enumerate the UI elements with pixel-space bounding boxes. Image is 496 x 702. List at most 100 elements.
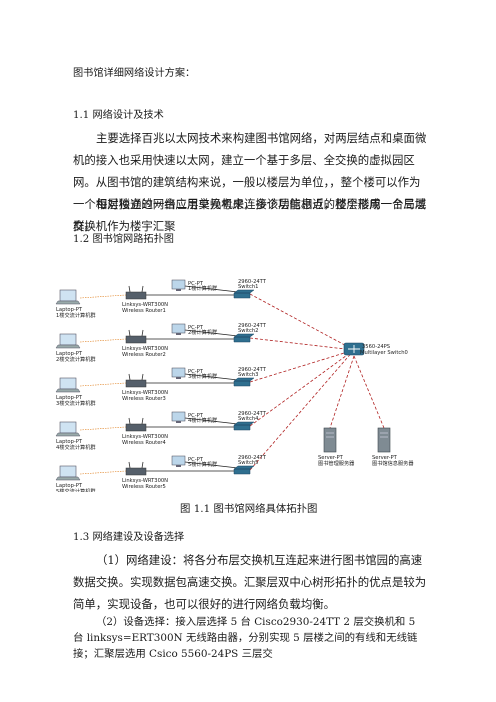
switch-type-label: 2960-24TT — [238, 367, 267, 373]
server-name-label: 图书管理服务器 — [318, 459, 355, 467]
wireless-router-icon — [125, 467, 147, 476]
multilayer-arrows-icon — [348, 345, 360, 353]
pc-type-label: PC-PT — [188, 325, 204, 331]
laptop-base-icon — [55, 300, 81, 305]
pc-icon — [171, 367, 186, 378]
pc-type-label: PC-PT — [188, 369, 204, 375]
laptop-base-icon — [55, 476, 81, 481]
router-antenna-right-icon — [141, 417, 144, 425]
pc-icon — [171, 323, 186, 334]
router-antenna-right-icon — [141, 285, 144, 293]
wireless-router-icon — [125, 291, 147, 300]
pc-stand-icon — [176, 289, 181, 291]
switch-type-label: 2960-24TT — [238, 279, 267, 285]
router-type-label: Linksys-WRT300N — [122, 478, 168, 484]
laptop-type-label: Laptop-PT — [56, 351, 83, 357]
laptop-group-label: 3楼交流计算机群 — [56, 399, 96, 407]
link-core-server-1 — [329, 355, 355, 429]
cable-laptop-router — [79, 338, 127, 343]
core-switch-type-label: 3560-24PS — [362, 344, 390, 350]
laptop-icon — [59, 333, 77, 346]
cable-pc-switch — [184, 329, 239, 337]
pc-group-label: 1楼计算机群 — [188, 284, 217, 292]
core-switch-name-label: Multilayer Switch0 — [360, 350, 408, 356]
switch-icon — [233, 377, 255, 387]
switch-name-label: Switch3 — [238, 372, 258, 378]
paragraph-design: 主要选择百兆以太网技术来构建图书馆网络，对两层结点和桌面微机的接入也采用快速以太… — [73, 131, 427, 233]
switch-icon — [233, 289, 255, 299]
cable-laptop-router — [79, 426, 127, 431]
laptop-group-label: 1楼交流计算机群 — [56, 311, 96, 319]
switch-name-label: Switch5 — [238, 460, 258, 466]
floor-group-3: Laptop-PT3楼交流计算机群Linksys-WRT300NWireless… — [55, 367, 267, 407]
pc-type-label: PC-PT — [188, 457, 204, 463]
pc-icon — [171, 455, 186, 466]
nodes-layer: Laptop-PT1楼交流计算机群Linksys-WRT300NWireless… — [55, 279, 414, 492]
router-type-label: Linksys-WRT300N — [122, 302, 168, 308]
paragraph-aggregation: 每层楼通过一台二层交换机来连接该层信息点，整个楼用一台三层交换机作为楼宇汇聚 — [73, 197, 427, 233]
laptop-group-label: 5楼交流计算机群 — [56, 487, 96, 492]
router-antenna-left-icon — [128, 461, 131, 469]
network-topology-diagram: Laptop-PT1楼交流计算机群Linksys-WRT300NWireless… — [55, 279, 414, 492]
router-type-label: Linksys-WRT300N — [122, 346, 168, 352]
server-icon — [377, 427, 391, 453]
server-type-label: Server-PT — [318, 455, 344, 461]
pc-type-label: PC-PT — [188, 413, 204, 419]
section-heading-equipment: 1.3 网络建设及设备选择 — [73, 532, 185, 543]
link-switch-core-3 — [249, 349, 355, 383]
pc-stand-icon — [176, 421, 181, 423]
laptop-base-icon — [55, 388, 81, 393]
router-type-label: Linksys-WRT300N — [122, 434, 168, 440]
laptop-type-label: Laptop-PT — [56, 395, 83, 401]
link-switch-core-4 — [249, 349, 355, 427]
cable-pc-switch — [184, 373, 239, 381]
server-icon — [323, 427, 337, 453]
switch-icon — [233, 333, 255, 343]
link-switch-core-5 — [249, 349, 355, 471]
section-heading-topology: 1.2 图书馆网路拓扑图 — [73, 234, 174, 245]
server-name-label: 图书馆信息服务器 — [372, 459, 414, 467]
switch-type-label: 2960-24TT — [238, 323, 267, 329]
link-switch-core-2 — [249, 337, 355, 351]
cable-laptop-router — [79, 294, 127, 299]
laptop-base-icon — [55, 344, 81, 349]
floor-group-2: Laptop-PT2楼交流计算机群Linksys-WRT300NWireless… — [55, 323, 267, 363]
router-name-label: Wireless Router5 — [122, 484, 166, 490]
switch-icon — [233, 465, 255, 475]
pc-type-label: PC-PT — [188, 281, 204, 287]
router-name-label: Wireless Router1 — [122, 308, 166, 314]
laptop-type-label: Laptop-PT — [56, 439, 83, 445]
switch-name-label: Switch1 — [238, 284, 258, 290]
pc-group-label: 2楼计算机群 — [188, 328, 217, 336]
router-antenna-left-icon — [128, 417, 131, 425]
switch-type-label: 2960-24TT — [238, 411, 267, 417]
cable-pc-switch — [184, 461, 239, 469]
wireless-router-icon — [125, 335, 147, 344]
router-antenna-left-icon — [128, 373, 131, 381]
pc-group-label: 3楼计算机群 — [188, 372, 217, 380]
laptop-base-icon — [55, 432, 81, 437]
router-antenna-right-icon — [141, 329, 144, 337]
laptop-icon — [59, 421, 77, 434]
router-antenna-right-icon — [141, 461, 144, 469]
switch-icon — [233, 421, 255, 431]
switch-type-label: 2960-24TT — [238, 455, 267, 461]
pc-group-label: 4楼计算机群 — [188, 416, 217, 424]
section-heading-design: 1.1 网络设计及技术 — [73, 110, 164, 121]
laptop-group-label: 4楼交流计算机群 — [56, 443, 96, 451]
server-type-label: Server-PT — [372, 455, 398, 461]
wireless-router-icon — [125, 423, 147, 432]
laptop-icon — [59, 377, 77, 390]
laptop-type-label: Laptop-PT — [56, 483, 83, 489]
paragraph-device-selection: （2）设备选择：接入层选择 5 台 Cisco2930-24TT 2 层交换机和… — [73, 616, 418, 660]
cable-pc-switch — [184, 417, 239, 425]
laptop-icon — [59, 465, 77, 478]
router-antenna-left-icon — [128, 285, 131, 293]
laptop-type-label: Laptop-PT — [56, 307, 83, 313]
floor-group-4: Laptop-PT4楼交流计算机群Linksys-WRT300NWireless… — [55, 411, 267, 451]
pc-stand-icon — [176, 377, 181, 379]
